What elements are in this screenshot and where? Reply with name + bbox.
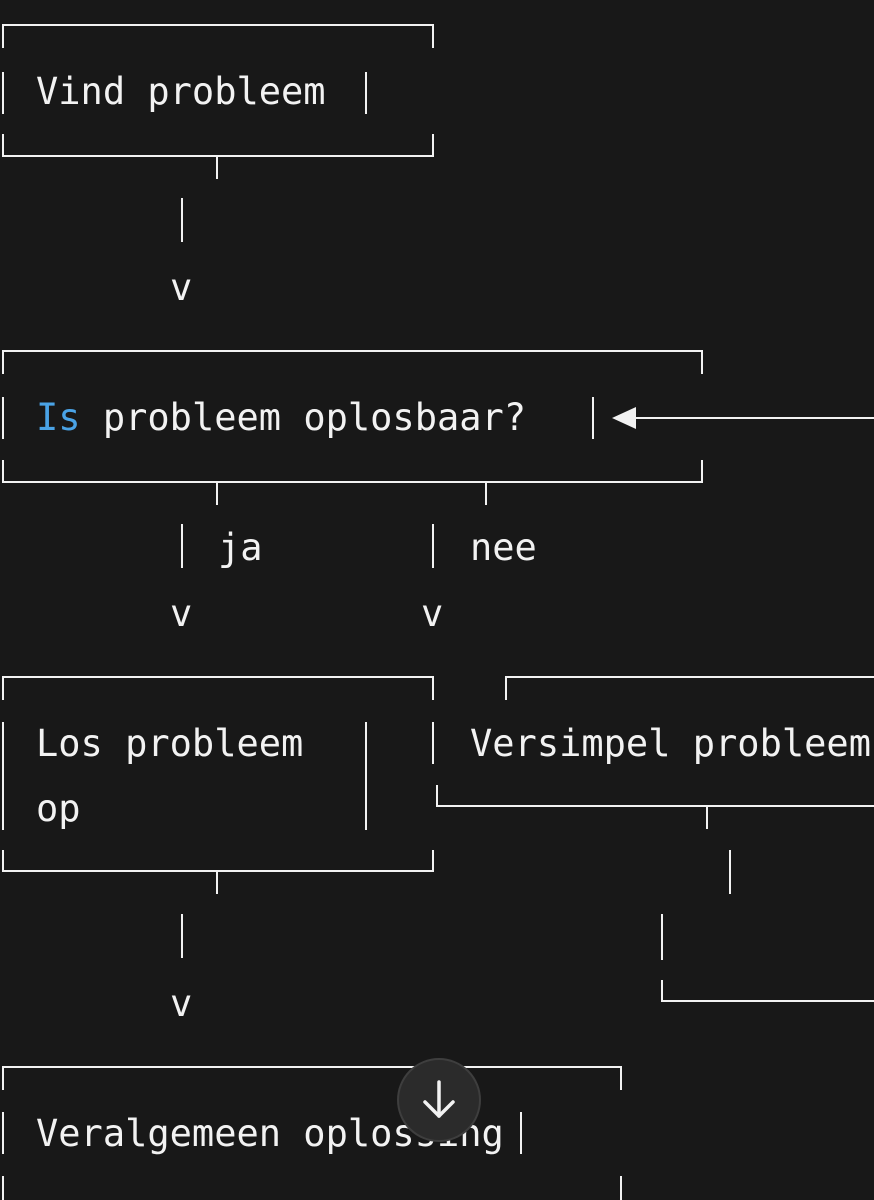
question-text: probleem oplosbaar? [102,396,527,439]
box-simplify-top-tick [505,676,507,700]
box-simplify-bottom-tick [436,785,438,807]
box-find-left-edge [2,72,4,114]
box-solve-connector-tick [216,870,218,894]
box-solve-right-tick [432,676,434,700]
node-solvable-question: Is probleem oplosbaar? [36,396,526,440]
box-find-bottom-right-tick [432,134,434,157]
branch-yes-label: ja [218,526,263,569]
branch-yes-line [181,524,183,568]
box-find-left-tick [2,24,4,48]
box-solve-bottom-right-tick [432,850,434,872]
box-solve-top-border [2,676,434,678]
loop-connector-upper [729,850,731,894]
box-simplify-bottom-border [436,805,874,807]
box-solvable-bottom-left-tick [2,460,4,483]
box-solvable-bottom-right-tick [701,460,703,483]
box-solvable-right-edge [592,397,594,439]
box-generalize-left-tick [2,1066,4,1090]
box-simplify-left-edge [432,722,434,764]
box-generalize-right-tick [620,1066,622,1090]
box-solve-left-tick [2,676,4,700]
box-find-connector-tick [216,155,218,179]
node-find-problem: Vind probleem [36,70,326,113]
box-find-right-tick [432,24,434,48]
loop-connector-corner [661,980,663,1002]
box-generalize-left-edge [2,1112,4,1154]
connector-1-arrow: v [170,266,193,309]
branch-no-label: nee [470,526,537,569]
box-generalize-bottom-right-tick [620,1176,622,1200]
box-solvable-yes-tick [216,481,218,505]
branch-no-arrow: v [421,592,444,635]
loop-connector-bottom [661,1000,874,1002]
connector-3-arrow: v [170,982,193,1025]
node-simplify-problem: Versimpel probleem [470,722,871,765]
keyword-is: Is [36,396,81,439]
branch-no-line [432,524,434,568]
box-solvable-left-tick [2,350,4,374]
box-solvable-right-tick [701,350,703,374]
box-solve-bottom-border [2,870,434,872]
arrow-down-icon [423,1080,455,1118]
connector-3-line [181,914,183,958]
box-simplify-connector-tick [706,805,708,829]
box-solvable-top-border [2,350,703,352]
loop-connector-lower [661,914,663,960]
loop-back-arrowhead [612,407,636,429]
box-solvable-no-tick [485,481,487,505]
node-solve-line1: Los probleem [36,722,304,765]
box-find-bottom-left-tick [2,134,4,157]
box-generalize-bottom-left-tick [2,1176,4,1200]
connector-1-line [181,198,183,242]
box-solve-right-edge [365,722,367,830]
box-find-bottom-border [2,155,434,157]
box-simplify-top-border [505,676,874,678]
node-solve-line2: op [36,787,81,830]
branch-yes-arrow: v [170,592,193,635]
scroll-down-button[interactable] [397,1058,481,1142]
box-generalize-right-edge [520,1112,522,1154]
loop-back-line [636,417,874,419]
box-solvable-bottom-border [2,481,703,483]
box-solve-left-edge [2,722,4,830]
box-find-right-edge [365,72,367,114]
box-find-top-border [2,24,434,26]
box-solve-bottom-left-tick [2,850,4,872]
box-solvable-left-edge [2,397,4,439]
box-generalize-top-border [2,1066,622,1068]
